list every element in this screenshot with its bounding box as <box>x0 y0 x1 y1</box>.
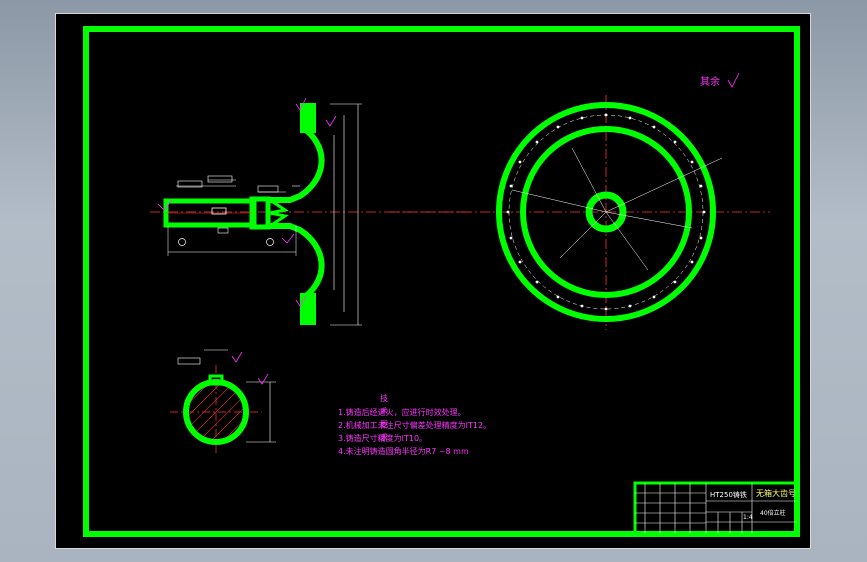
outer-rim <box>496 102 716 322</box>
note-line-2: 2.机械加工未注尺寸偏差处理精度为IT12。 <box>338 421 492 430</box>
note-line-3: 3.铸造尺寸精度为IT10。 <box>338 434 428 443</box>
surface-roughness-mark <box>727 72 740 88</box>
rim-bottom <box>300 293 316 325</box>
notes-heading: 技术要求 <box>380 394 388 442</box>
shaft-section <box>170 349 276 456</box>
surface-note: 其余 <box>700 77 720 88</box>
rim-top <box>300 103 316 133</box>
web-upper <box>270 127 325 203</box>
title-block-material: HT250铸铁 <box>710 491 747 499</box>
inner-rim <box>520 126 692 298</box>
section-view <box>150 97 470 326</box>
note-line-4: 4.未注明铸造圆角半径为R7 ~8 mm <box>338 447 469 456</box>
hub <box>585 191 627 233</box>
key <box>208 374 224 386</box>
shaft-circle <box>183 379 249 445</box>
side-view <box>390 72 770 330</box>
title-block-subtitle: 40倍立柱 <box>760 510 786 517</box>
drawing-border <box>83 26 800 537</box>
note-line-1: 1.铸造后经退火，应进行时效处理。 <box>338 408 466 417</box>
title-block-title: 无箱大齿号 <box>756 489 796 498</box>
title-block-scale: 1:4 <box>743 514 753 521</box>
title-block <box>633 481 799 536</box>
web-lower <box>270 223 325 299</box>
